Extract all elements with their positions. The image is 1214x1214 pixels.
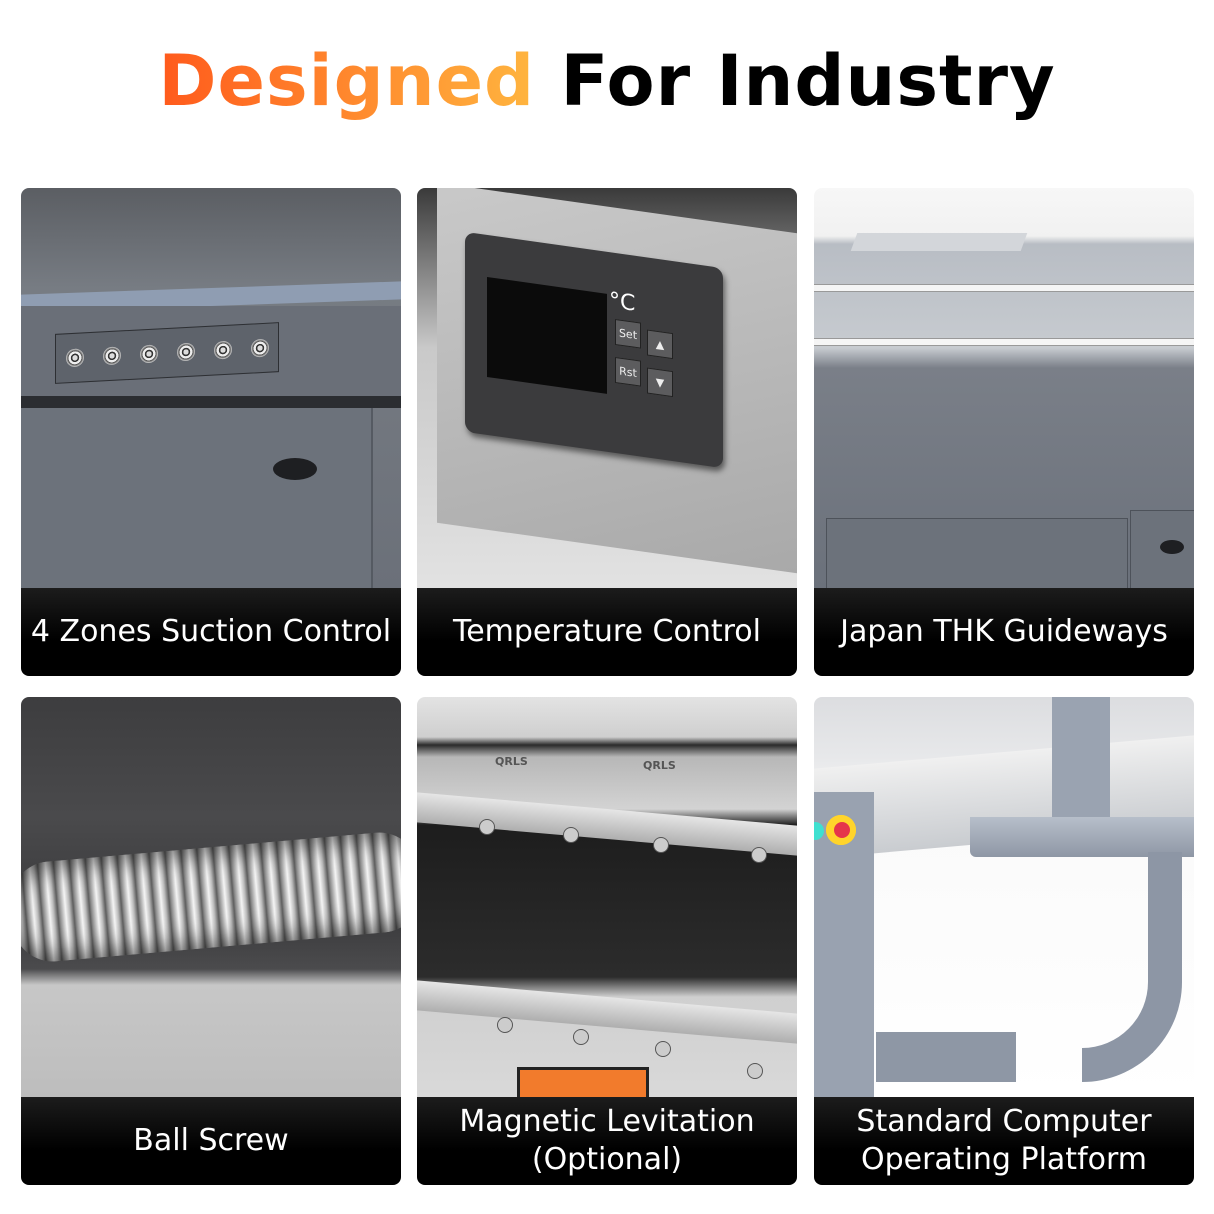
feature-card-temperature-control: °C Set ▲ Rst ▼ Temperature Control xyxy=(417,188,797,676)
door-knob-icon xyxy=(1160,540,1184,554)
set-key: Set xyxy=(615,318,641,349)
zone-button-icon xyxy=(139,344,158,364)
ball-screw-shape xyxy=(21,829,401,965)
zone-button-icon xyxy=(250,338,269,358)
temperature-controller-image: °C Set ▲ Rst ▼ xyxy=(417,188,797,588)
indicator-light-icon xyxy=(814,822,824,840)
feature-card-suction-control: 4 Zones Suction Control xyxy=(21,188,401,676)
temperature-controller: °C Set ▲ Rst ▼ xyxy=(465,231,723,469)
controller-display xyxy=(487,276,607,394)
title-rest: For Industry xyxy=(560,40,1056,122)
feature-caption: Magnetic Levitation (Optional) xyxy=(417,1097,797,1185)
computer-platform-image xyxy=(814,697,1194,1097)
feature-card-computer-platform: Standard Computer Operating Platform xyxy=(814,697,1194,1185)
keyboard-shelf xyxy=(970,817,1194,857)
zone-button-icon xyxy=(65,348,84,368)
emergency-stop-icon xyxy=(826,815,856,845)
up-arrow-icon: ▲ xyxy=(647,329,673,360)
feature-caption: Japan THK Guideways xyxy=(814,588,1194,676)
guideways-image xyxy=(814,188,1194,588)
guide-rail xyxy=(814,284,1194,292)
feature-caption: Ball Screw xyxy=(21,1097,401,1185)
warning-label-icon xyxy=(517,1067,649,1097)
ball-screw-image xyxy=(21,697,401,1097)
feature-caption: Temperature Control xyxy=(417,588,797,676)
zone-button-icon xyxy=(176,342,195,362)
door-knob-icon xyxy=(273,458,317,480)
down-arrow-icon: ▼ xyxy=(647,367,673,398)
page-title: Designed For Industry xyxy=(0,36,1214,126)
title-accent: Designed xyxy=(158,40,536,122)
zone-button-icon xyxy=(213,340,232,360)
feature-card-magnetic-levitation: QRLS QRLS Magnetic Levitation (Optional) xyxy=(417,697,797,1185)
support-arm xyxy=(1082,852,1182,1082)
feature-card-thk-guideways: Japan THK Guideways xyxy=(814,188,1194,676)
zone-button-icon xyxy=(102,346,121,366)
guide-rail xyxy=(814,338,1194,346)
monitor-mount xyxy=(1052,697,1110,825)
feature-caption: 4 Zones Suction Control xyxy=(21,588,401,676)
suction-control-image xyxy=(21,188,401,588)
feature-caption: Standard Computer Operating Platform xyxy=(814,1097,1194,1185)
magnetic-levitation-image: QRLS QRLS xyxy=(417,697,797,1097)
feature-card-ball-screw: Ball Screw xyxy=(21,697,401,1185)
rst-key: Rst xyxy=(615,356,641,387)
